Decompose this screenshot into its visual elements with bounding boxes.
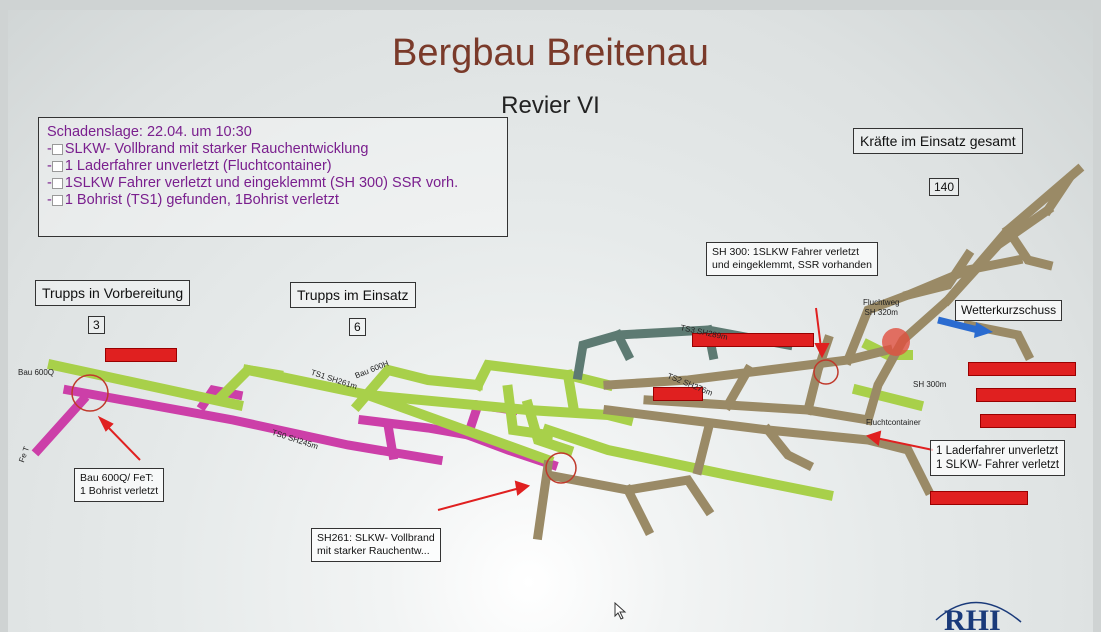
situation-line-2: -1 Laderfahrer unverletzt (Fluchtcontain… <box>47 158 332 174</box>
checkbox-icon <box>51 143 63 155</box>
situation-panel: Schadenslage: 22.04. um 10:30 -SLKW- Vol… <box>38 117 508 237</box>
situation-line-4: -1 Bohrist (TS1) gefunden, 1Bohrist verl… <box>47 192 339 208</box>
page-title: Bergbau Breitenau <box>392 32 709 74</box>
hotspot-circles <box>71 359 839 484</box>
annotation-lader-line2: 1 SLKW- Fahrer verletzt <box>936 459 1060 471</box>
annotation-lader-line1: 1 Laderfahrer unverletzt <box>936 445 1059 457</box>
annotation-bau600q: Bau 600Q/ FeT: 1 Bohrist verletzt <box>74 468 165 502</box>
label-fluchtcontainer: Fluchtcontainer <box>866 418 921 427</box>
deployed-count: 6 <box>349 318 366 336</box>
fluchtweg-marker <box>882 328 910 356</box>
annotation-sh261-line1: SH261: SLKW- Vollbrand <box>317 532 435 544</box>
trupp-tag <box>968 362 1076 376</box>
tunnels-green <box>47 338 925 501</box>
situation-line-1: -SLKW- Vollbrand mit starker Rauchentwic… <box>47 141 369 157</box>
annotation-lader: 1 Laderfahrer unverletzt 1 SLKW- Fahrer … <box>930 440 1066 476</box>
label-sh300m: SH 300m <box>913 380 947 389</box>
situation-line-3: -1SLKW Fahrer verletzt und eingeklemmt (… <box>47 175 459 191</box>
deployed-label: Trupps im Einsatz <box>290 282 416 308</box>
page-subtitle: Revier VI <box>501 92 600 119</box>
annotation-sh300: SH 300: 1SLKW Fahrer verletzt und eingek… <box>706 242 878 276</box>
trupp-tag <box>930 491 1028 505</box>
trupp-tag <box>653 387 703 401</box>
trupp-tag <box>105 348 177 362</box>
prep-label: Trupps in Vorbereitung <box>35 280 191 306</box>
label-fluchtweg: Fluchtweg SH 320m <box>863 298 900 317</box>
mouse-cursor-icon <box>614 602 627 620</box>
annotation-wetter: Wetterkurzschuss <box>955 300 1063 321</box>
annotation-sh261: SH261: SLKW- Vollbrand mit starker Rauch… <box>311 528 441 562</box>
wetter-arrow <box>937 316 993 338</box>
tunnels-brown <box>532 163 1085 541</box>
trupp-tag <box>980 414 1076 428</box>
annotation-sh261-line2: mit starker Rauchentw... <box>317 545 430 557</box>
prep-count: 3 <box>88 316 105 334</box>
forces-label: Kräfte im Einsatz gesamt <box>853 128 1023 154</box>
projector-screen: Bergbau Breitenau Revier VI Schadenslage… <box>8 10 1093 632</box>
trupp-tag <box>976 388 1076 402</box>
mine-map <box>31 163 1085 541</box>
trupp-tag <box>692 333 814 347</box>
checkbox-icon <box>51 160 63 172</box>
red-arrows <box>97 307 934 511</box>
checkbox-icon <box>51 177 63 189</box>
label-bau600q: Bau 600Q <box>18 368 55 377</box>
annotation-sh300-line1: SH 300: 1SLKW Fahrer verletzt <box>712 246 860 258</box>
annotation-sh300-line2: und eingeklemmt, SSR vorhanden <box>712 259 872 271</box>
annotation-bau600q-line2: 1 Bohrist verletzt <box>80 485 159 497</box>
rhi-logo: RHI <box>926 592 1026 632</box>
forces-count: 140 <box>929 178 960 196</box>
situation-line-0: Schadenslage: 22.04. um 10:30 <box>47 124 252 140</box>
checkbox-icon <box>51 194 63 206</box>
annotation-bau600q-line1: Bau 600Q/ FeT: <box>80 472 154 484</box>
